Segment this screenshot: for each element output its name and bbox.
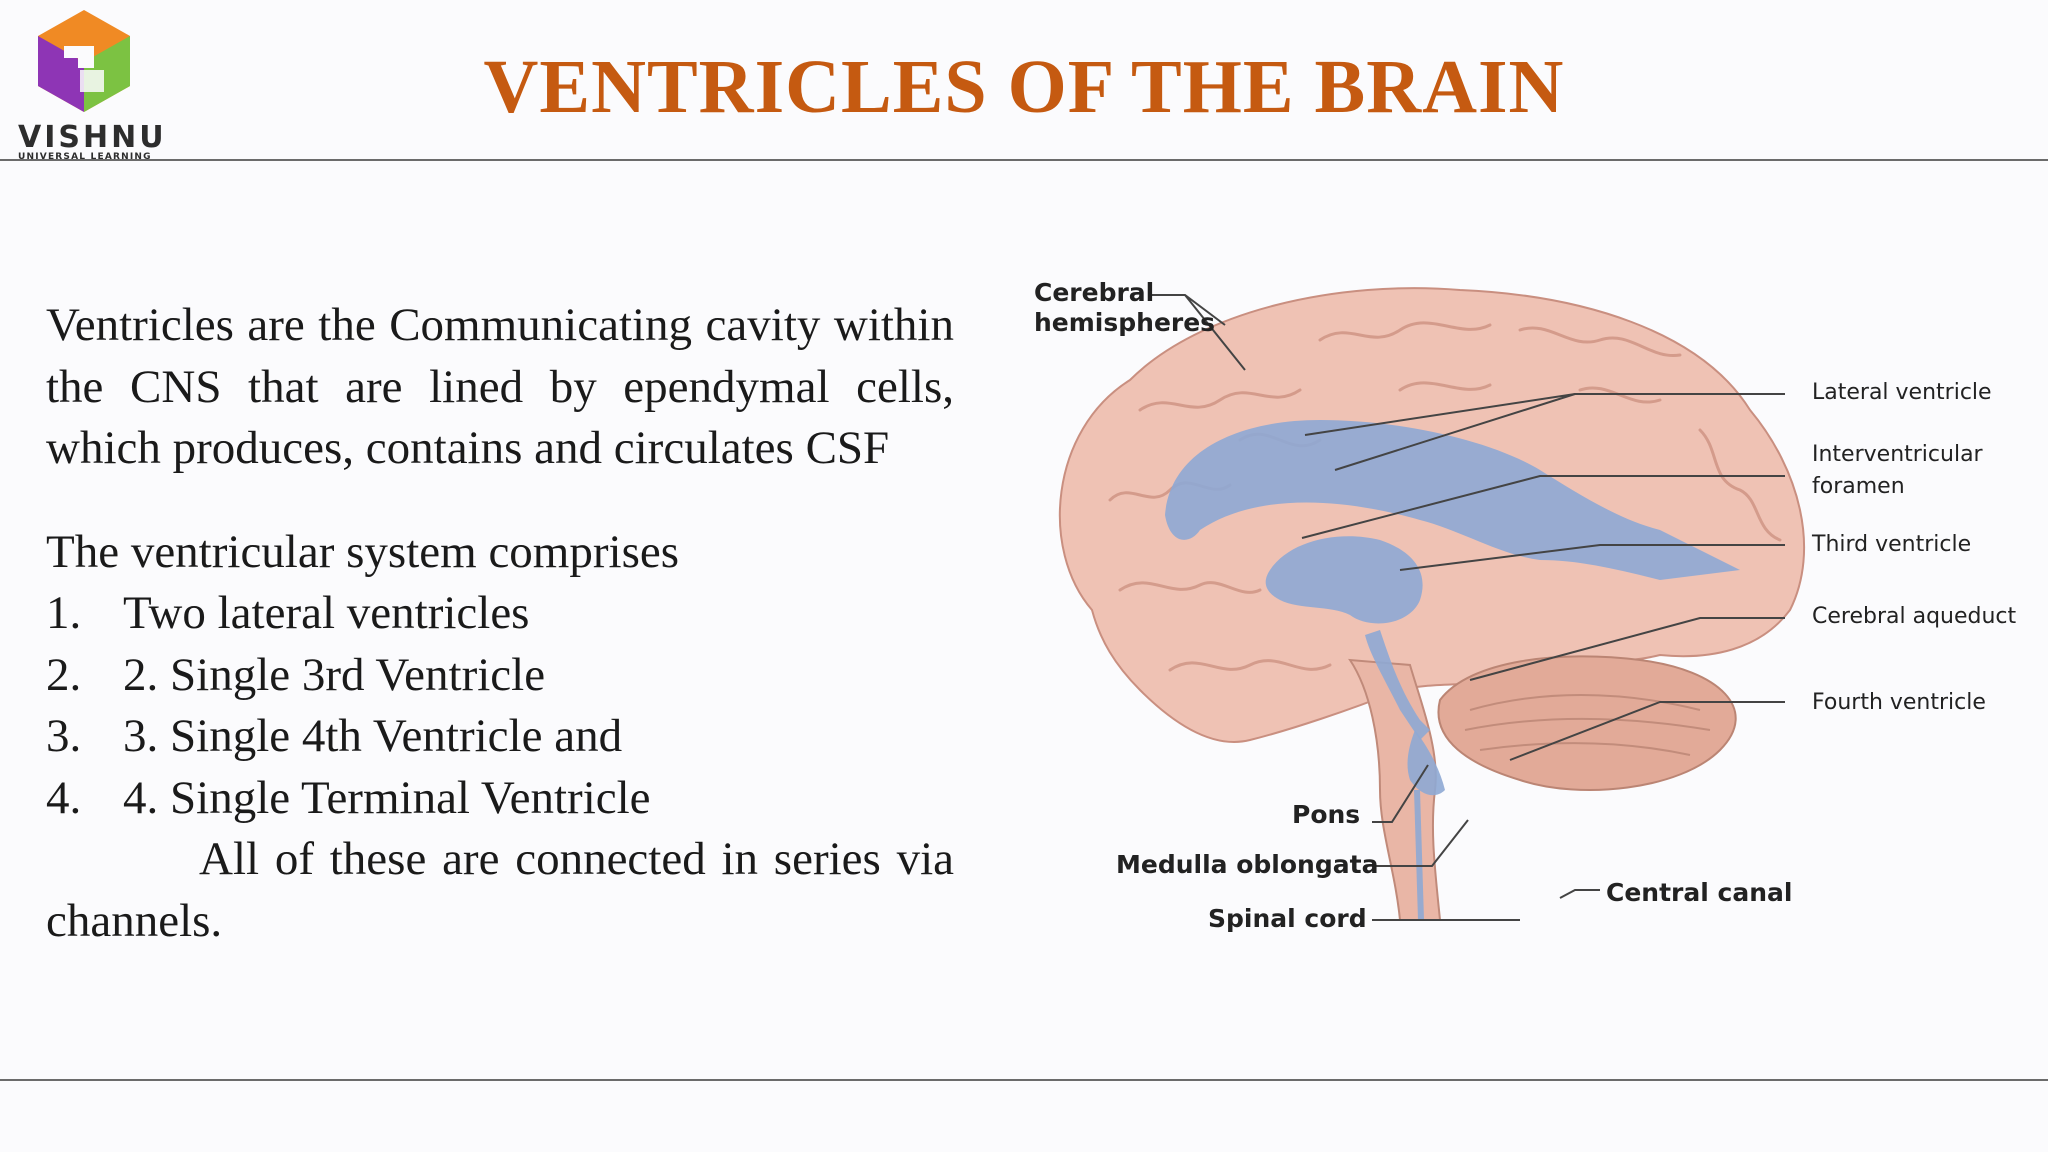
leader-lines [1150, 294, 1785, 921]
aqueduct-shape [1365, 630, 1430, 740]
body-text: Ventricles are the Communicating cavity … [46, 295, 954, 952]
intro-paragraph: Ventricles are the Communicating cavity … [46, 299, 954, 474]
footer-divider [0, 1079, 2048, 1081]
label-lateral-ventricle: Lateral ventricle [1812, 380, 1992, 405]
label-spinal-cord: Spinal cord [1208, 904, 1367, 933]
cerebellum-folia [1464, 694, 1711, 756]
brain-illustration [1058, 287, 1806, 921]
list-text: 3. Single 4th Ventricle and [123, 710, 623, 762]
brain-diagram: Cerebral hemispheres Lateral ventricle I… [1020, 270, 2020, 950]
brand-logo: VISHNU UNIVERSAL LEARNING [12, 6, 164, 162]
central-canal-shape [1414, 790, 1424, 920]
list-text: Two lateral ventricles [123, 587, 530, 639]
label-cerebral-1: Cerebral [1034, 278, 1155, 307]
fourth-ventricle-shape [1407, 730, 1445, 796]
list-text: 4. Single Terminal Ventricle [123, 771, 651, 824]
label-interventricular-1: Interventricular [1812, 442, 1983, 467]
list-text: 2. Single 3rd Ventricle [123, 648, 546, 701]
label-third-ventricle: Third ventricle [1812, 532, 1972, 557]
logo-mark-icon [38, 10, 130, 112]
third-ventricle-shape [1265, 536, 1423, 624]
comprises-heading: The ventricular system comprises [46, 525, 680, 578]
list-item: 3. 3. Single 4th Ventricle and [46, 706, 954, 768]
label-fourth-ventricle: Fourth ventricle [1812, 690, 1986, 715]
list-number: 3. [46, 710, 82, 762]
list-number: 4. [46, 771, 82, 824]
ventricle-list: 1. Two lateral ventricles 2. 2. Single 3… [46, 583, 954, 829]
label-pons: Pons [1292, 800, 1361, 829]
label-central-canal: Central canal [1606, 878, 1793, 907]
logo-tagline: UNIVERSAL LEARNING [18, 152, 152, 162]
header-divider [0, 159, 2048, 161]
list-item: 4. 4. Single Terminal Ventricle [46, 768, 954, 830]
list-item: 2. 2. Single 3rd Ventricle [46, 645, 954, 707]
label-cerebral-aqueduct: Cerebral aqueduct [1812, 604, 2017, 629]
logo-name: VISHNU [18, 120, 167, 155]
list-number: 1. [46, 587, 82, 639]
list-item: 1. Two lateral ventricles [46, 583, 954, 645]
page-title: VENTRICLES OF THE BRAIN [483, 45, 1565, 129]
label-medulla: Medulla oblongata [1116, 850, 1379, 879]
lateral-ventricle-shape [1165, 420, 1740, 580]
list-number: 2. [46, 648, 82, 701]
closing-paragraph: All of these are connected in series via… [46, 833, 954, 947]
label-interventricular-2: foramen [1812, 474, 1905, 499]
label-cerebral-2: hemispheres [1034, 308, 1216, 337]
